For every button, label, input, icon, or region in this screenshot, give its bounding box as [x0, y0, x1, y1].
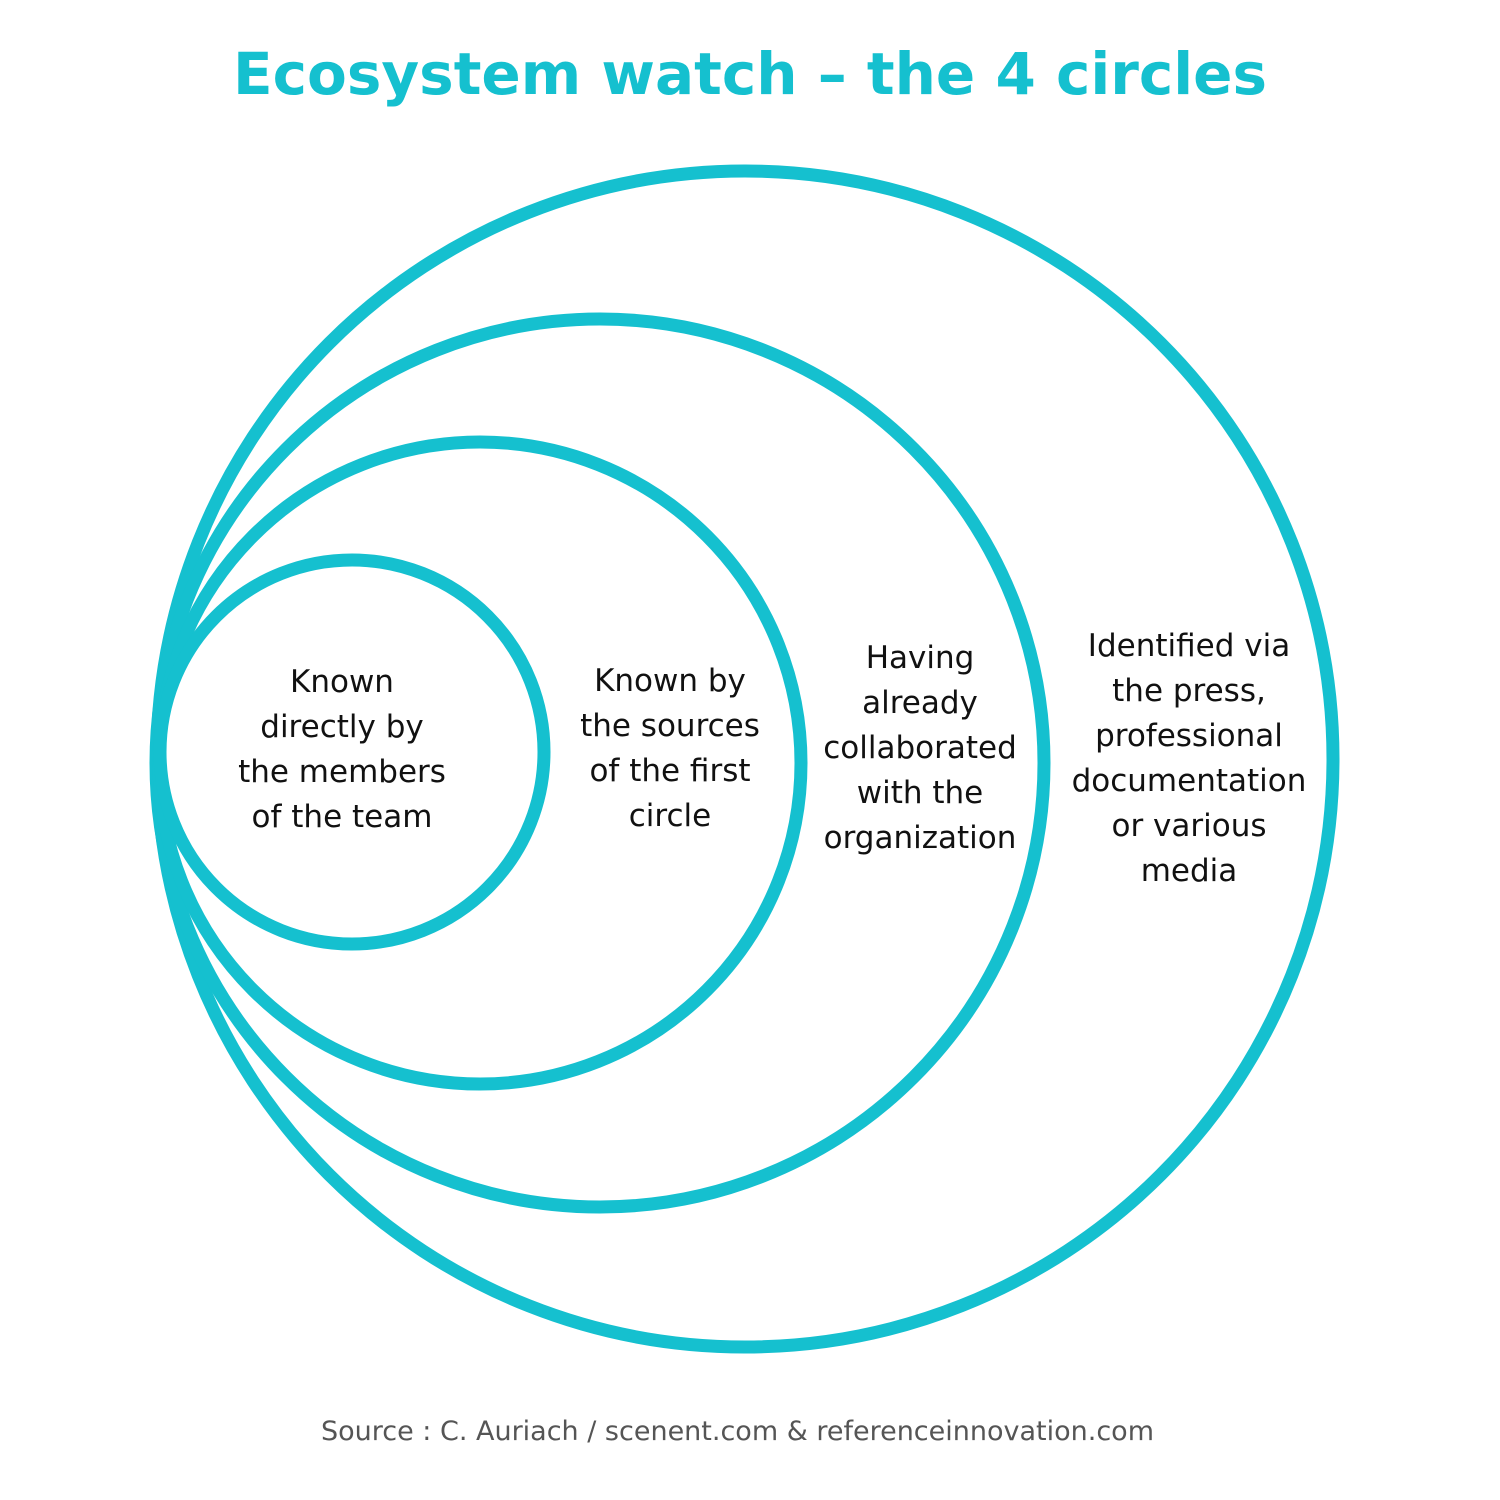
- circle-1-label: Known directly by the members of the tea…: [222, 660, 462, 840]
- circle-3-label-line: organization: [823, 820, 1017, 856]
- circle-4-label-line: Identified via: [1087, 628, 1291, 664]
- circle-1-inner: [153, 553, 551, 951]
- circle-3-label-line: already: [862, 685, 978, 721]
- circle-3-label-line: collaborated: [823, 730, 1017, 766]
- circle-2-label: Known by the sources of the first circle: [550, 659, 790, 839]
- circle-2-label-line: circle: [628, 798, 712, 834]
- circle-3-label-line: with the: [856, 775, 984, 811]
- circle-4-label-line: documentation: [1071, 763, 1307, 799]
- circle-3-label: Having already collaborated with the org…: [805, 636, 1035, 861]
- circle-4-label-line: or various: [1111, 808, 1267, 844]
- circle-2-label-line: the sources: [580, 708, 760, 744]
- circle-2-label-line: of the first: [589, 753, 751, 789]
- circle-3-label-line: Having: [865, 640, 975, 676]
- source-credit: Source : C. Auriach / scenent.com & refe…: [320, 1416, 1155, 1447]
- circle-4-label: Identified via the press, professional d…: [1058, 624, 1320, 894]
- circle-1-label-line: Known: [290, 664, 394, 700]
- circle-2-label-line: Known by: [594, 663, 746, 699]
- circle-4-label-line: media: [1140, 853, 1238, 889]
- circle-4-label-line: professional: [1095, 718, 1283, 754]
- circle-1-label-line: directly by: [260, 709, 424, 745]
- circle-1-label-line: of the team: [251, 799, 433, 835]
- circle-1-label-line: the members: [238, 754, 446, 790]
- circle-4-label-line: the press,: [1112, 673, 1266, 709]
- diagram-title: Ecosystem watch – the 4 circles: [233, 40, 1267, 108]
